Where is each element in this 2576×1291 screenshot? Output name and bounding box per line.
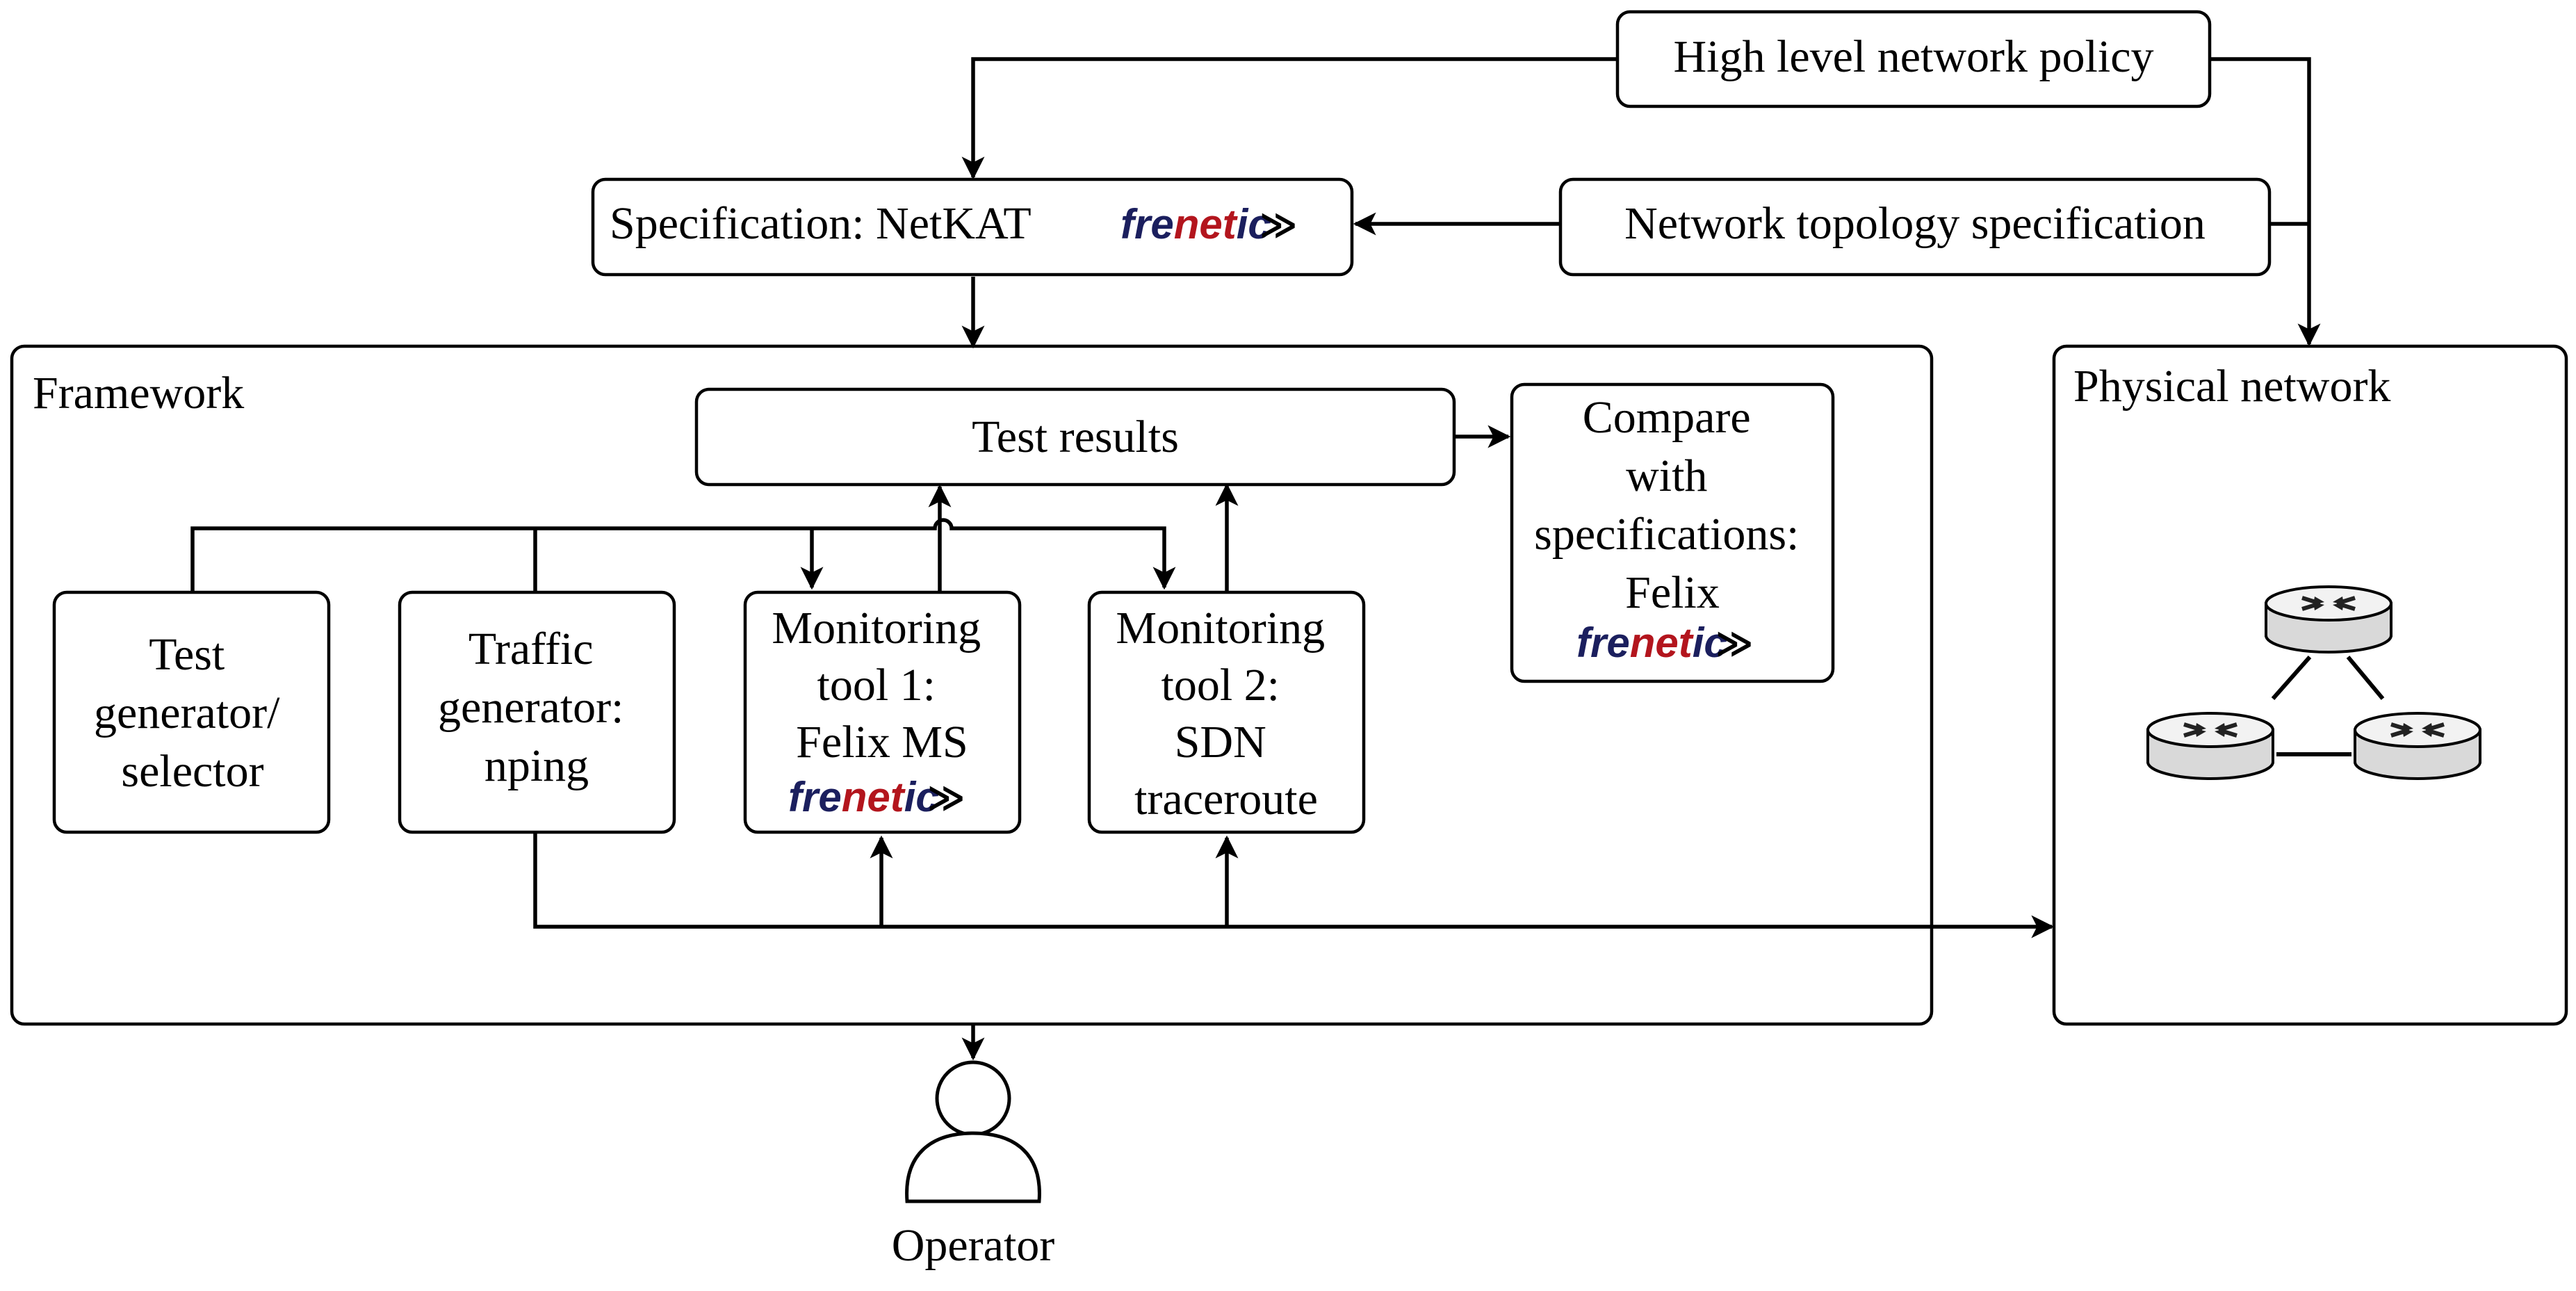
specification-box: Specification: NetKAT bbox=[591, 177, 1354, 277]
monitoring-tool-2-label: Monitoring tool 2: SDN traceroute bbox=[1116, 603, 1336, 825]
test-generator-label: Test generator/ selector bbox=[94, 629, 291, 797]
person-icon bbox=[905, 1060, 1041, 1203]
frenetic-logo bbox=[1576, 619, 1754, 666]
operator: Operator bbox=[892, 1060, 1055, 1271]
compare-label: Compare with specifications: Felix bbox=[1534, 392, 1811, 618]
arrow-policy-to-physical bbox=[2210, 57, 2321, 347]
arrow-traffic-to-physical bbox=[533, 827, 2055, 939]
router-icon bbox=[2354, 712, 2481, 780]
test-generator-box: Test generator/ selector bbox=[52, 590, 331, 834]
framework-box: Framework bbox=[10, 344, 1934, 1026]
physical-network-label: Physical network bbox=[2073, 361, 2390, 412]
connectors bbox=[190, 57, 2321, 1061]
network-link bbox=[2346, 656, 2385, 700]
policy-box: High level network policy bbox=[1615, 10, 2212, 108]
compare-box: Compare with specifications: Felix bbox=[1510, 382, 1835, 683]
operator-label: Operator bbox=[892, 1220, 1055, 1271]
traffic-generator-box: Traffic generator: nping bbox=[398, 590, 676, 834]
topology-label: Network topology specification bbox=[1624, 198, 2206, 249]
test-results-box: Test results bbox=[694, 387, 1456, 487]
monitoring-tool-2-box: Monitoring tool 2: SDN traceroute bbox=[1087, 590, 1366, 834]
test-results-label: Test results bbox=[972, 412, 1179, 462]
topology-box: Network topology specification bbox=[1558, 177, 2272, 277]
router-icon bbox=[2265, 585, 2392, 653]
specification-label: Specification: NetKAT bbox=[610, 198, 1032, 249]
arrow-policy-to-spec bbox=[961, 57, 1616, 180]
router-icon bbox=[2146, 712, 2274, 780]
policy-label: High level network policy bbox=[1673, 31, 2153, 82]
frenetic-logo bbox=[1120, 201, 1298, 247]
generator-bus bbox=[190, 518, 1176, 592]
monitoring-tool-1-label: Monitoring tool 1: Felix MS bbox=[772, 603, 992, 768]
frenetic-logo bbox=[788, 774, 965, 820]
network-topology-graphic bbox=[2146, 585, 2481, 780]
framework-label: Framework bbox=[33, 368, 244, 419]
physical-network-box: Physical network bbox=[2052, 344, 2568, 1026]
traffic-generator-label: Traffic generator: nping bbox=[438, 624, 635, 791]
monitoring-tool-1-box: Monitoring tool 1: Felix MS bbox=[743, 590, 1022, 834]
network-link bbox=[2271, 656, 2312, 700]
